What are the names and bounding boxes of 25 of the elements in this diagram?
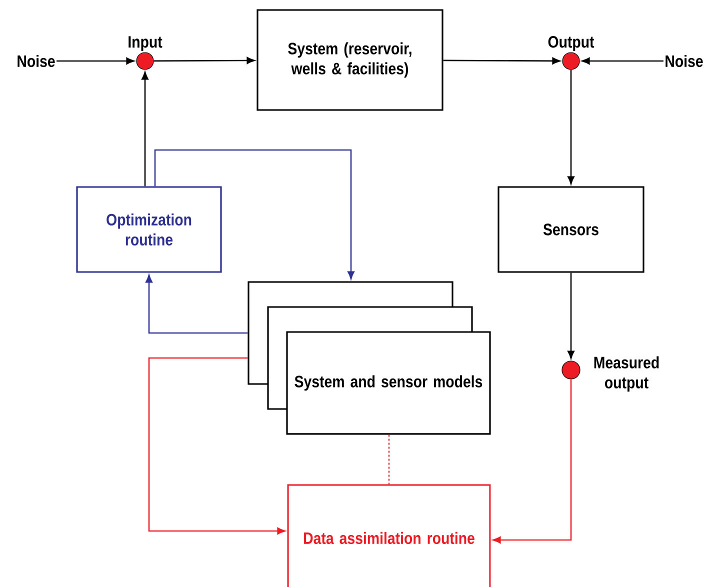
arrow [582,58,664,64]
arrow [443,57,560,64]
arrow [568,70,574,184]
sensors-box: Sensors [498,186,644,273]
arrow [568,272,574,359]
arrow [154,57,255,64]
node-label: Measured output [594,356,659,392]
arrow [56,58,134,64]
model-box: System and sensor models [286,331,491,435]
arrow [154,149,354,280]
system-box: System (reservoir, wells & facilities) [256,9,444,111]
noise-label: Noise [18,54,55,68]
arrow [492,379,572,544]
arrow [142,72,148,186]
noise-label: Noise [666,54,703,68]
measurement-point: Measured output [562,356,659,392]
node-label: Input [128,36,162,51]
data-assimilation-box: Data assimilation routine [287,484,491,587]
summing-junction: Input [128,36,162,70]
node-label: Output [548,36,594,51]
summing-junction: Output [548,36,594,70]
arrow [146,274,248,334]
connector-line [388,434,390,484]
optimization-box: Optimization routine [76,186,222,273]
arrow [148,357,286,534]
